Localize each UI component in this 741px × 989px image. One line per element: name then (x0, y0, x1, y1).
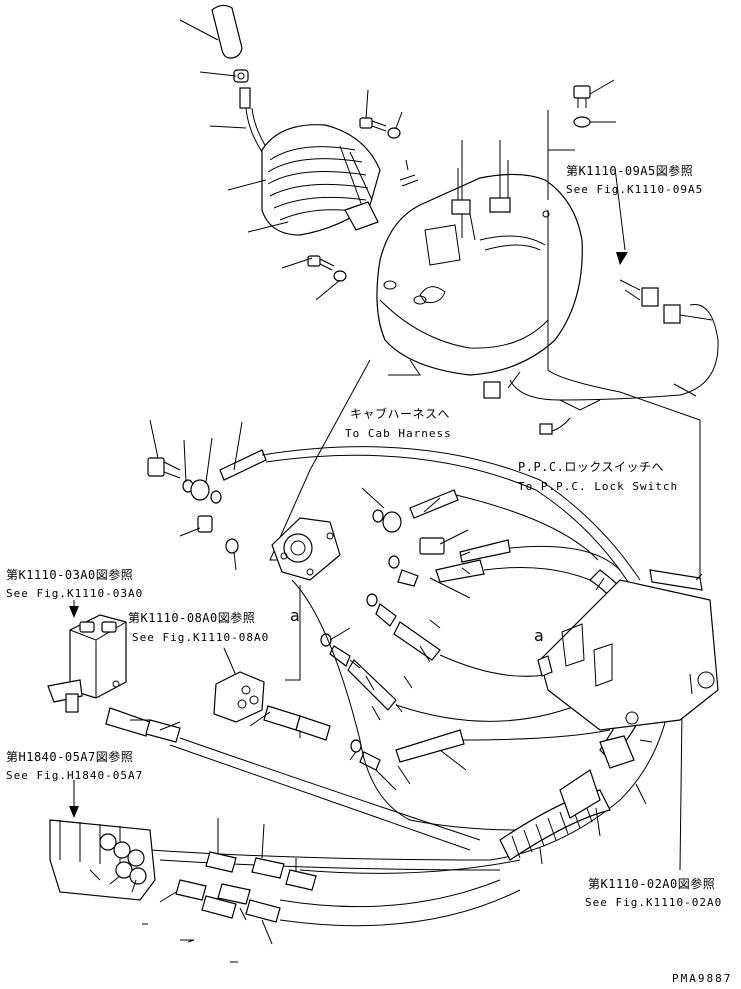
console-box (376, 140, 583, 376)
ref-k1110-08a0-jp: 第K1110-08A0図参照 (128, 611, 256, 625)
small-valve (213, 671, 331, 741)
ref-k1110-09a5-jp: 第K1110-09A5図参照 (566, 164, 694, 178)
lever-knob (211, 4, 269, 153)
ppc-lock-jp: P.P.C.ロックスイッチへ (518, 460, 664, 474)
cab-harness-en: To Cab Harness (345, 427, 452, 440)
ref-k1110-08a0-en: See Fig.K1110-08A0 (132, 631, 270, 644)
marker-a-bracket: a (534, 626, 544, 645)
main-valve-bank (49, 819, 317, 923)
ppc-lock-en: To P.P.C. Lock Switch (518, 480, 679, 493)
harness-right (483, 210, 719, 580)
marker-a-valve: a (290, 606, 300, 625)
ref-h1840-05a7-en: See Fig.H1840-05A7 (6, 769, 144, 782)
screw-top-right (573, 85, 591, 128)
cab-harness-jp: キャブハーネスへ (350, 407, 451, 421)
ref-k1110-03a0-en: See Fig.K1110-03A0 (6, 587, 144, 600)
lock-switch (47, 614, 181, 743)
drawing-code: PMA9887 (672, 972, 733, 985)
ref-k1110-02a0-en: See Fig.K1110-02A0 (585, 896, 723, 909)
ref-k1110-02a0-jp: 第K1110-02A0図参照 (588, 877, 716, 891)
part-leaders (89, 19, 703, 945)
hose-routing (149, 446, 671, 927)
ppc-valve (271, 517, 341, 581)
ref-k1110-09a5-en: See Fig.K1110-09A5 (566, 183, 704, 196)
ref-h1840-05a7-jp: 第H1840-05A7図参照 (6, 750, 134, 764)
ref-k1110-03a0-jp: 第K1110-03A0図参照 (6, 568, 134, 582)
hose-fittings (147, 449, 511, 771)
rubber-boot (261, 124, 381, 236)
bottom-marks (142, 923, 238, 963)
mounting-bracket (537, 569, 719, 731)
